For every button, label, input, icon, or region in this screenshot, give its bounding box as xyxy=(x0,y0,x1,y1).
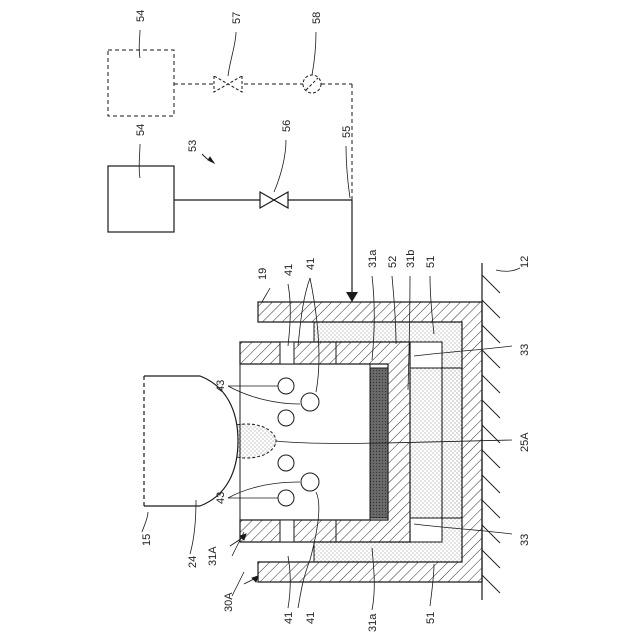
tank-54-dashed xyxy=(108,50,174,116)
label-41-a: 41 xyxy=(283,264,295,276)
label-12: 12 xyxy=(519,256,531,268)
label-41-d: 41 xyxy=(305,612,317,624)
label-54: 54 xyxy=(135,124,147,136)
label-31b: 31b xyxy=(405,250,417,268)
label-43-bottom: 43 xyxy=(215,492,227,504)
label-30A: 30A xyxy=(223,592,235,612)
meter-58 xyxy=(303,75,321,93)
label-31A: 31A xyxy=(207,546,219,566)
tank-54 xyxy=(108,166,174,232)
label-33-bottom: 33 xyxy=(519,534,531,546)
label-33-top: 33 xyxy=(519,344,531,356)
label-53: 53 xyxy=(187,140,199,152)
valve-57 xyxy=(214,76,242,92)
label-24: 24 xyxy=(187,556,199,568)
label-56: 56 xyxy=(281,120,293,132)
label-51-top: 51 xyxy=(425,256,437,268)
ground-base xyxy=(482,263,500,600)
label-57: 57 xyxy=(231,12,243,24)
label-55: 55 xyxy=(341,126,353,138)
label-41-b: 41 xyxy=(305,258,317,270)
label-41-c: 41 xyxy=(283,612,295,624)
label-31a-bottom: 31a xyxy=(367,613,379,632)
label-58: 58 xyxy=(311,12,323,24)
valve-56 xyxy=(260,192,288,208)
label-25A: 25A xyxy=(519,432,531,452)
label-43-top: 43 xyxy=(215,380,227,392)
torch-24 xyxy=(144,376,238,506)
label-31a-top: 31a xyxy=(367,249,379,268)
label-15: 15 xyxy=(141,534,153,546)
pipe-arrow xyxy=(346,292,358,302)
optional-pipe xyxy=(174,84,352,200)
label-52: 52 xyxy=(387,256,399,268)
label-19: 19 xyxy=(257,268,269,280)
pipe-55 xyxy=(174,200,352,296)
label-54-top: 54 xyxy=(135,10,147,22)
label-51-bottom: 51 xyxy=(425,612,437,624)
